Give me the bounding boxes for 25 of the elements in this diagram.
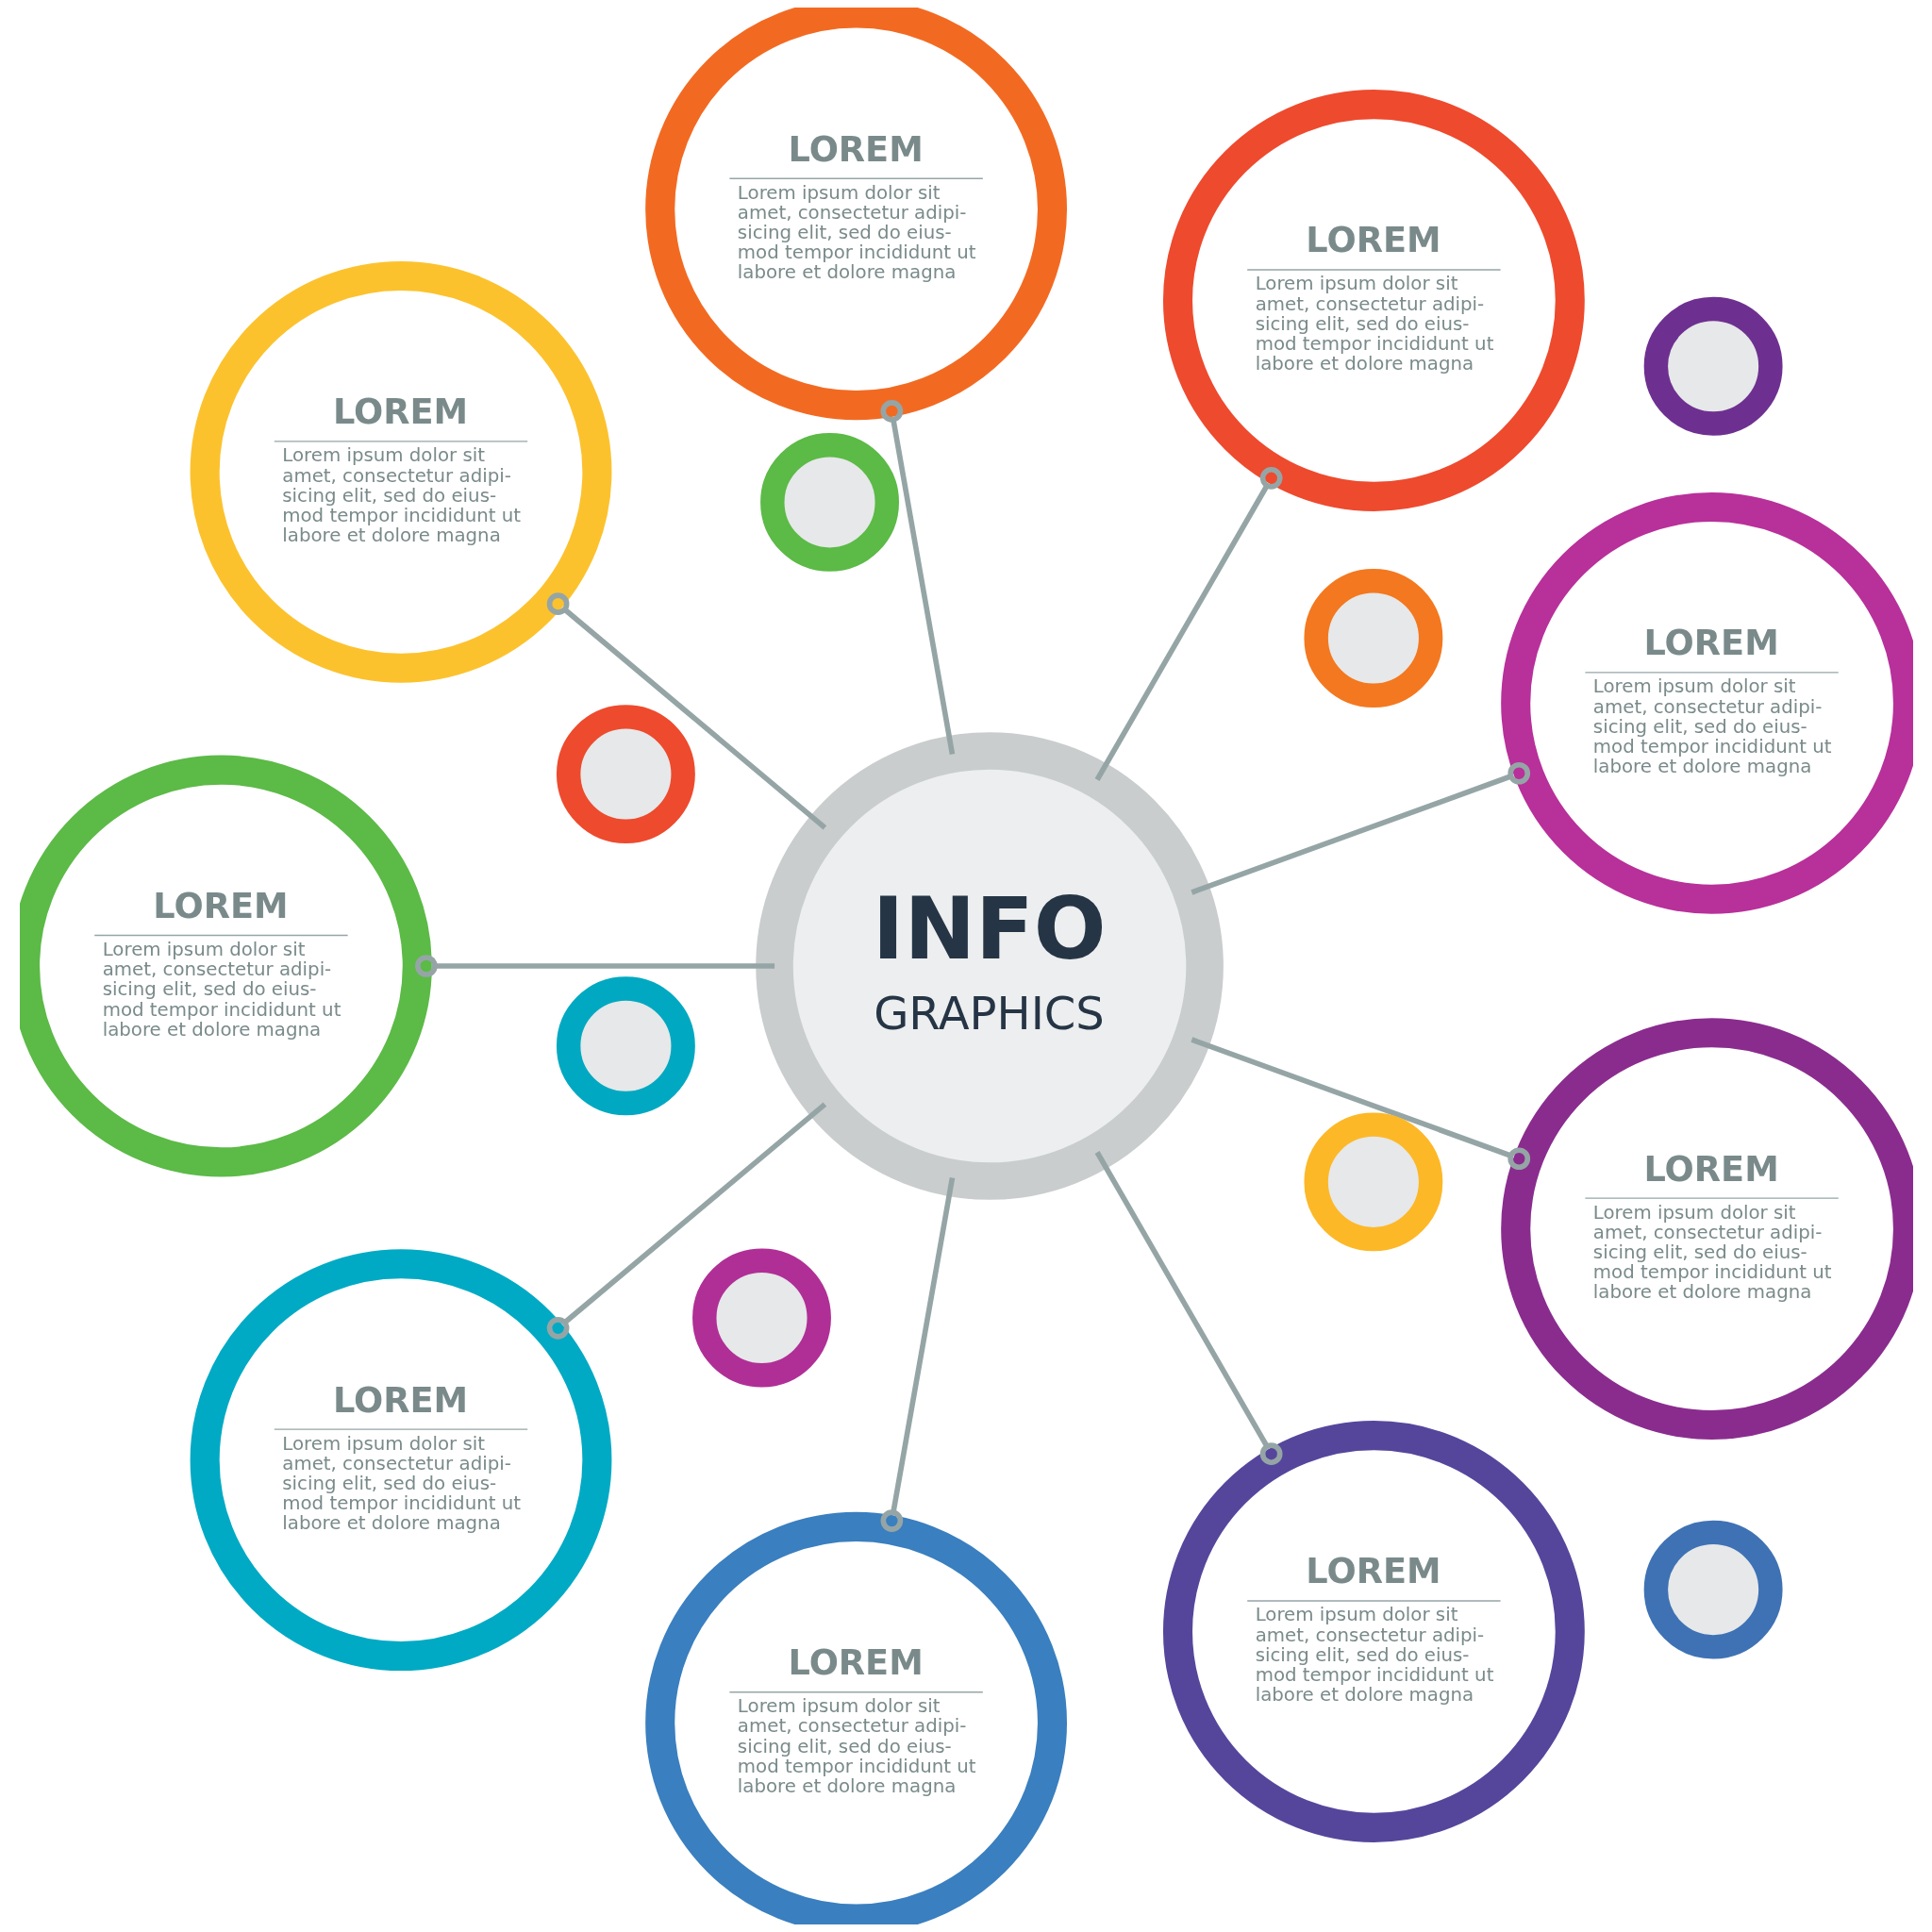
node-circle: LOREM Lorem ipsum dolor sit amet, consectetur adipi- sicing elit, sed do eius- mod tempor incididunt ut labore et dolore magna (1162, 1421, 1585, 1842)
node-circle (1303, 569, 1442, 708)
connector (546, 1102, 826, 1340)
connector (1190, 1037, 1530, 1171)
node-circle: INFO GRAPHICS (755, 732, 1224, 1200)
connector (880, 1177, 955, 1532)
node-circle: LOREM Lorem ipsum dolor sit amet, consectetur adipi- sicing elit, sed do eius- mod tempor incididunt ut labore et dolore magna (190, 260, 611, 683)
connector (1094, 1151, 1282, 1466)
node-circle (759, 432, 899, 572)
node-circle: LOREM Lorem ipsum dolor sit amet, consectetur adipi- sicing elit, sed do eius- mod tempor incididunt ut labore et dolore magna (1500, 491, 1913, 914)
connector (546, 592, 826, 830)
connector (1094, 466, 1282, 781)
node-circle: LOREM Lorem ipsum dolor sit amet, consectetur adipi- sicing elit, sed do eius- mod tempor incididunt ut labore et dolore magna (190, 1249, 611, 1672)
node-circle: LOREM Lorem ipsum dolor sit amet, consectetur adipi- sicing elit, sed do eius- mod tempor incididunt ut labore et dolore magna (1500, 1018, 1913, 1441)
connector (414, 955, 774, 977)
node-circle (1643, 1520, 1783, 1659)
node-circle: LOREM Lorem ipsum dolor sit amet, consectetur adipi- sicing elit, sed do eius- mod tempor incididunt ut labore et dolore magna (19, 755, 432, 1177)
node-circle (556, 705, 695, 844)
node-circle (691, 1248, 831, 1388)
node-circle: LOREM Lorem ipsum dolor sit amet, consectetur adipi- sicing elit, sed do eius- mod tempor incididunt ut labore et dolore magna (1162, 90, 1585, 511)
connector (880, 400, 955, 755)
connector (1190, 761, 1530, 895)
node-circle (1643, 296, 1783, 436)
node-circle (556, 976, 695, 1116)
node-circle (1303, 1112, 1442, 1252)
